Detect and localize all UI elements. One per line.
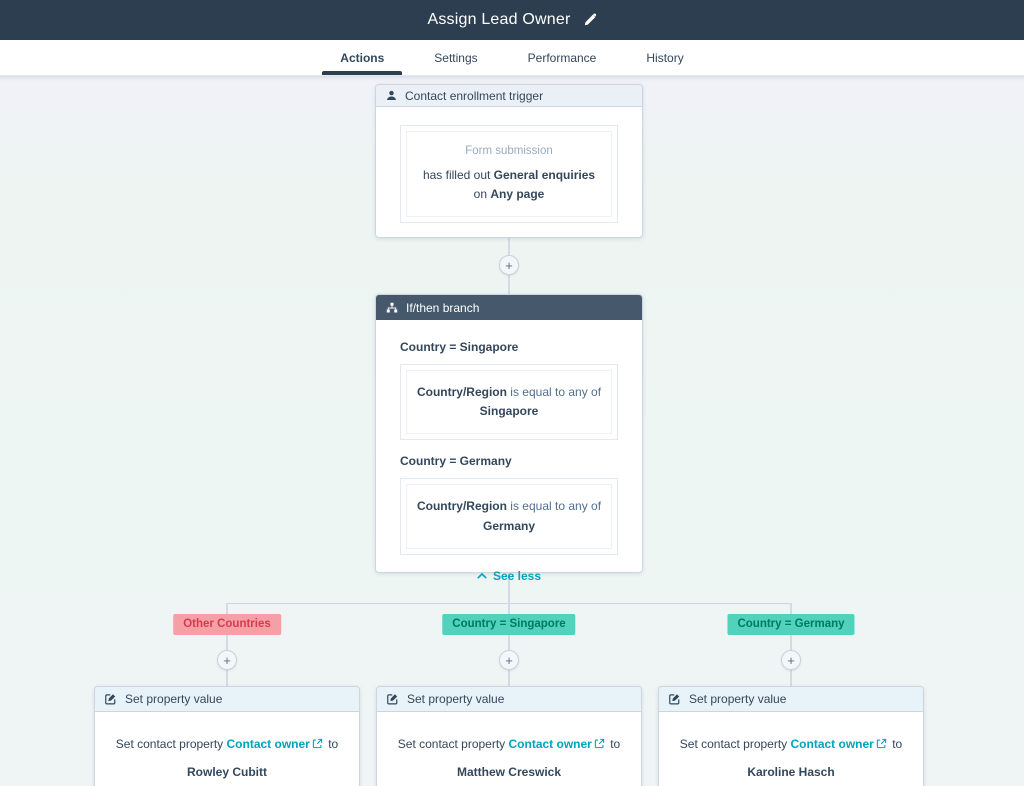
trigger-card-title: Contact enrollment trigger (405, 88, 544, 103)
insert-action-button[interactable]: + (499, 650, 519, 670)
edit-square-icon (105, 693, 117, 705)
branch-condition: Country/Region is equal to any of Singap… (400, 364, 618, 441)
sitemap-icon (386, 302, 398, 314)
owner-name: Matthew Creswick (456, 765, 562, 779)
branch-chip-other-countries[interactable]: Other Countries (173, 614, 281, 635)
insert-action-button[interactable]: + (781, 650, 801, 670)
action-card-title: Set property value (689, 692, 787, 706)
connector-line (226, 603, 228, 614)
tab-bar: Actions Settings Performance History (0, 40, 1024, 76)
external-link-icon (594, 736, 605, 754)
edit-square-icon (387, 693, 399, 705)
insert-action-button[interactable]: + (499, 255, 519, 275)
external-link-icon (876, 736, 887, 754)
branch-label: Country = Germany (400, 454, 512, 469)
insert-action-button[interactable]: + (217, 650, 237, 670)
action-card-title: Set property value (407, 692, 505, 706)
action-line: Set contact property Contact owner to (377, 735, 641, 754)
action-card-header: Set property value (659, 687, 923, 712)
set-property-card[interactable]: Set property value Set contact property … (94, 686, 360, 786)
external-link-icon (312, 736, 323, 754)
condition-operator: is equal to any of (506, 385, 602, 399)
connector-line (508, 603, 510, 614)
action-line: Set contact property Contact owner to (659, 735, 923, 754)
condition-property: Country/Region (416, 385, 507, 399)
condition-property: Country/Region (416, 499, 507, 514)
condition-value: Singapore (479, 404, 539, 419)
trigger-card-header: Contact enrollment trigger (376, 85, 642, 107)
trigger-filter-group: Form submission has filled out General e… (400, 125, 618, 224)
action-card-header: Set property value (95, 687, 359, 712)
if-then-branch-card[interactable]: If/then branch Country = Singapore Count… (375, 294, 643, 583)
tab-performance[interactable]: Performance (527, 50, 597, 65)
owner-name: Karoline Hasch (747, 765, 835, 779)
condition-operator: is equal to any of (506, 499, 602, 514)
tab-actions[interactable]: Actions (322, 40, 403, 75)
person-icon (386, 90, 397, 101)
branch-chip-country-singapore[interactable]: Country = Singapore (442, 614, 576, 635)
branch-chip-country-germany[interactable]: Country = Germany (727, 614, 855, 635)
set-property-card[interactable]: Set property value Set contact property … (658, 686, 924, 786)
enrollment-trigger-card[interactable]: Contact enrollment trigger Form submissi… (375, 84, 643, 238)
action-card-title: Set property value (125, 692, 223, 706)
branch-condition: Country/Region is equal to any of German… (400, 478, 618, 555)
branch-label: Country = Singapore (400, 340, 519, 354)
contact-owner-link[interactable]: Contact owner (226, 737, 310, 751)
workflow-top-bar: Assign Lead Owner (0, 0, 1024, 40)
action-line: Set contact property Contact owner to (95, 735, 359, 754)
tab-history[interactable]: History (646, 50, 684, 65)
workflow-title: Assign Lead Owner (427, 11, 571, 28)
edit-square-icon (669, 693, 681, 705)
set-property-card[interactable]: Set property value Set contact property … (376, 686, 642, 786)
filter-group-label: Form submission (465, 145, 553, 157)
connector-line (790, 603, 792, 614)
contact-owner-link[interactable]: Contact owner (790, 737, 874, 751)
trigger-criteria-text: has filled out General enquiries on Any … (422, 168, 596, 201)
chevron-up-icon (477, 572, 487, 580)
tab-settings[interactable]: Settings (434, 50, 478, 65)
owner-name: Rowley Cubitt (187, 765, 267, 779)
workflow-canvas: Contact enrollment trigger Form submissi… (0, 76, 1024, 786)
contact-owner-link[interactable]: Contact owner (508, 737, 592, 751)
condition-value: Germany (482, 518, 536, 533)
edit-title-pencil-icon[interactable] (583, 13, 597, 27)
branch-card-title: If/then branch (406, 300, 480, 315)
connector-line (508, 573, 510, 603)
branch-card-header: If/then branch (376, 295, 642, 320)
action-card-header: Set property value (377, 687, 641, 712)
see-less-link[interactable]: See less (400, 569, 618, 583)
